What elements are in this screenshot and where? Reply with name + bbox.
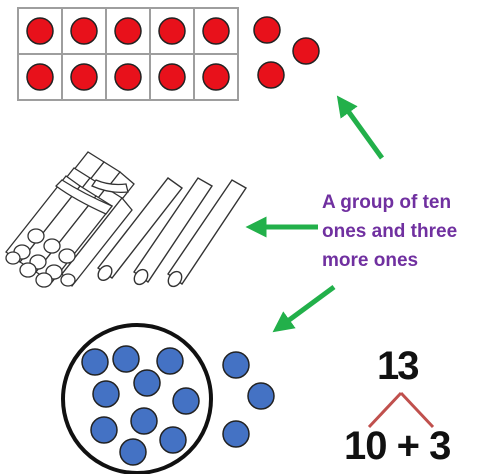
red-counter [202, 63, 230, 91]
red-counter [257, 61, 285, 89]
ten-frame [17, 7, 239, 101]
red-counter [202, 17, 230, 45]
circled-ten [61, 323, 213, 474]
red-counter [26, 17, 54, 45]
blue-counter [81, 348, 109, 376]
red-counter [70, 17, 98, 45]
red-counter [253, 16, 281, 44]
red-counter [158, 63, 186, 91]
blue-counter [247, 382, 275, 410]
red-counter [114, 63, 142, 91]
red-counter [70, 63, 98, 91]
blue-counter [159, 426, 187, 454]
blue-counter [133, 369, 161, 397]
caption-line: more ones [322, 250, 419, 271]
blue-counter [222, 420, 250, 448]
blue-counter [156, 347, 184, 375]
caption-line: ones and three [322, 221, 458, 242]
blue-counter [92, 380, 120, 408]
blue-counter [90, 416, 118, 444]
loose-blue-counters [222, 351, 275, 448]
red-counter [292, 37, 320, 65]
caption-line: A group of ten [322, 192, 452, 213]
ten-frame-counters [26, 17, 230, 91]
number-bond-lines [367, 391, 435, 429]
red-counter [26, 63, 54, 91]
arrow-to-counters [272, 284, 336, 333]
red-counter [114, 17, 142, 45]
caption: A group of ten ones and three more ones [322, 188, 481, 275]
loose-sticks [96, 177, 247, 288]
arrow-to-ten-frame [336, 95, 385, 160]
red-counter [158, 17, 186, 45]
extra-red-counters [253, 16, 320, 89]
number-bond-parts: 10 + 3 [344, 424, 451, 468]
stick-bundle [5, 151, 135, 288]
blue-counter [119, 438, 147, 466]
blue-counter [112, 345, 140, 373]
blue-counter [222, 351, 250, 379]
number-bond-total: 13 [377, 344, 419, 388]
blue-counter [130, 407, 158, 435]
blue-counter [172, 387, 200, 415]
arrows [245, 95, 385, 333]
